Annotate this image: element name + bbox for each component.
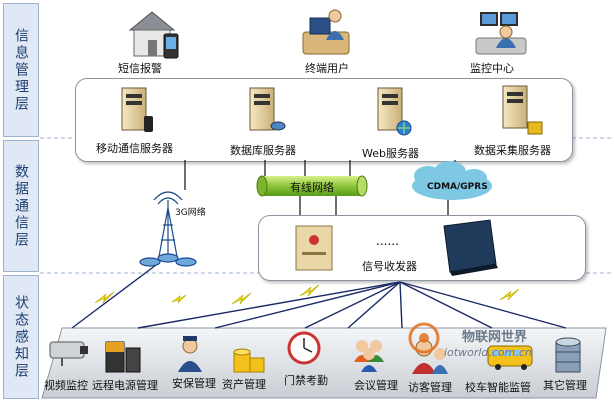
terminal-user-icon: [302, 9, 350, 55]
meeting-people-icon: [354, 340, 384, 372]
watermark-text: 物联网世界: [462, 330, 528, 345]
sensing-label-visitor: 访客管理: [408, 381, 452, 394]
sms-alarm-icon: [128, 11, 179, 59]
sensing-label-assets: 资产管理: [222, 378, 266, 391]
sensing-label-meeting: 会议管理: [354, 379, 398, 392]
sensing-label-security: 安保管理: [172, 377, 216, 390]
watermark-url: iotworld.com.cn: [444, 346, 532, 359]
mobile-server-icon: [121, 87, 153, 132]
server-label-mobile: 移动通信服务器: [96, 142, 173, 155]
sensing-label-video: 视频监控: [44, 379, 88, 392]
ellipsis-label: ......: [376, 234, 399, 248]
layer-data-communication: 数据通信层: [3, 140, 39, 272]
sensing-label-other: 其它管理: [543, 379, 587, 392]
terminal-user-label: 终端用户: [305, 62, 349, 75]
layer-state-sensing: 状态感知层: [3, 275, 39, 399]
database-stack-icon: [555, 337, 581, 373]
coins-icon: [233, 348, 265, 373]
monitoring-center-icon: [475, 12, 527, 55]
layer-info-management: 信息管理层: [3, 3, 39, 137]
sms-alarm-label: 短信报警: [118, 62, 162, 75]
school-bus-icon: [487, 345, 533, 370]
layer-state-sensing-label: 状态感知层: [13, 294, 29, 380]
sensing-label-schoolbus: 校车智能监管: [465, 381, 531, 394]
sensing-label-access: 门禁考勤: [284, 374, 328, 387]
transceiver-device-icon: [295, 225, 333, 271]
camera-icon: [49, 341, 88, 366]
clock-icon: [287, 331, 321, 365]
security-guard-icon: [178, 336, 202, 372]
gateway-device-icon: [443, 219, 498, 276]
wired-network-label: 有线网络: [290, 181, 334, 194]
server-cluster-box: [75, 78, 573, 162]
monitoring-center-label: 监控中心: [470, 62, 514, 75]
transceiver-label: 信号收发器: [362, 260, 417, 273]
battery-icon: [105, 341, 141, 373]
layer-info-management-label: 信息管理层: [13, 27, 29, 113]
3g-network-label: 3G网络: [175, 208, 206, 218]
3g-tower-icon: [139, 191, 197, 267]
database-server-icon: [249, 87, 286, 131]
sensing-label-power: 远程电源管理: [92, 379, 158, 392]
data-acquisition-server-icon: [502, 85, 543, 135]
wired-network-pipe: [256, 175, 368, 197]
layer-data-communication-label: 数据通信层: [13, 163, 29, 249]
server-label-web: Web服务器: [362, 147, 419, 160]
server-label-database: 数据库服务器: [230, 144, 296, 157]
cdma-label: CDMA/GPRS: [427, 182, 488, 192]
server-label-acquisition: 数据采集服务器: [474, 144, 551, 157]
cdma-cloud-icon: [412, 161, 492, 200]
web-server-icon: [377, 87, 412, 136]
